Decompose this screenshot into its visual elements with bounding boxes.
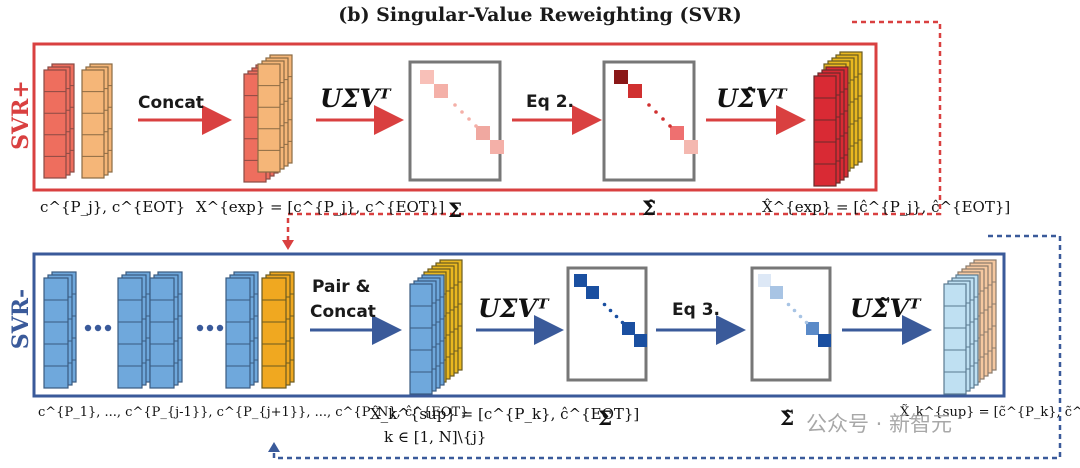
dots-left [84,324,112,332]
svr-minus-frame [32,252,1006,398]
dots-right [196,324,224,332]
concat-label-bottom: Concat [310,302,376,322]
red-dashed-connector [286,20,942,246]
sigma-hat-top-diagonal [614,70,698,154]
usvt-label-top: UΣVᵀ [320,84,391,113]
watermark: 公众号 · 新智元 [806,412,953,436]
stack-ceot [81,63,113,179]
concat-label: Concat [138,93,204,113]
caption-sigma-hat-top: Σ̂ [642,196,657,220]
caption-k-range: k ∈ [1, N]\{j} [384,428,487,446]
caption-xexp: X^{exp} = [c^{P_j}, c^{EOT}] [196,198,445,216]
svr-plus-frame [32,42,878,192]
stack-xexp-orange [257,54,293,173]
eq2-label: Eq 2. [526,92,574,112]
svr-plus-label: SVR+ [8,80,34,150]
stack-cpn [225,271,259,389]
blue-dashed-connector [272,234,1062,460]
caption-input-top: c^{P_j}, c^{EOT} [40,198,186,216]
sigma-top-diagonal [420,70,504,154]
eq3-label: Eq 3. [672,300,720,320]
stack-xsup-tilde-blue [943,274,979,395]
stack-xsup-blue [409,274,445,395]
diagram-title: (b) Singular-Value Reweighting (SVR) [338,4,742,26]
caption-xsup-tilde: X̃_k^{sup} = [c̃^{P_k}, c̃^{EOT}] [900,405,1080,420]
svr-minus-label: SVR- [8,288,34,350]
stack-cpj [43,63,75,179]
pair-label: Pair & [312,277,371,297]
caption-sigma-tilde-bottom: Σ̃ [780,406,795,430]
stack-xexp-hat-red [813,66,849,187]
sigma-tilde-bottom-diagonal [758,274,831,347]
sigma-bottom-diagonal [574,274,647,347]
caption-sigma-top: Σ [448,198,463,222]
stack-cpj-1 [117,271,151,389]
usvt-label-bottom: UΣVᵀ [478,294,549,323]
caption-xexp-hat: X̂^{exp} = [ĉ^{P_j}, ĉ^{EOT}] [762,198,1011,216]
usvt-tilde-label-bottom: UΣ̃Vᵀ [850,294,921,323]
usvt-hat-label-top: UΣ̂Vᵀ [716,84,787,113]
stack-cp1 [43,271,77,389]
stack-ceot-hat [261,271,295,389]
caption-sigma-bottom: Σ [598,406,613,430]
caption-input-bottom: c^{P_1}, ..., c^{P_{j-1}}, c^{P_{j+1}}, … [38,405,469,420]
stack-cpj1 [149,271,183,389]
caption-xsup: X̂_k^{sup} = [c^{P_k}, ĉ^{EOT}] [370,405,640,423]
